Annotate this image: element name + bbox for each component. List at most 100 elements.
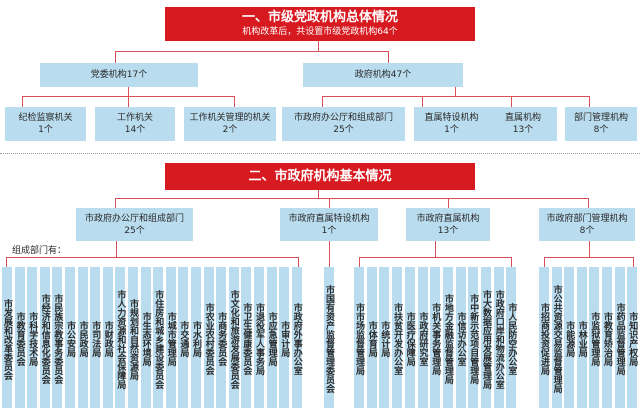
party-child-discipline: 纪检监察机关 1个 (5, 107, 86, 141)
group-general-office-box: 市政府办公厅和组成部门 25个 (76, 208, 193, 241)
connector (115, 51, 116, 63)
section-divider (0, 153, 640, 154)
agency-column: 市人力资源和社会保障局 (115, 267, 126, 408)
agency-column: 市司法局 (90, 267, 101, 408)
agency-column: 市地方金融监督管理局 (442, 267, 453, 408)
components-label: 组成部门有： (12, 246, 67, 256)
party-child-working-organs: 工作机关 14个 (95, 107, 175, 141)
box-count: 14个 (124, 125, 146, 135)
agency-column: 市政府口岸和物流办公室 (493, 267, 504, 408)
connector (544, 257, 634, 258)
agency-column: 市退役军人事务局 (254, 267, 264, 408)
box-count: 25个 (333, 125, 354, 135)
connector (422, 96, 423, 107)
connector (128, 96, 129, 107)
agency-column: 市林业局 (576, 267, 587, 408)
connector (298, 257, 299, 267)
connector (234, 96, 235, 107)
agency-column: 市应急管理局 (266, 267, 277, 408)
box-label: 部门管理机构 (573, 113, 628, 123)
agency-column: 市体育局 (366, 267, 377, 408)
agency-column: 市公安局 (65, 267, 75, 408)
connector (359, 257, 360, 267)
connector (359, 257, 512, 258)
agency-column: 市国有资产监督管理委员会 (324, 267, 334, 408)
box-label: 工作机关 (116, 113, 153, 123)
agency-column: 市民政局 (77, 267, 88, 408)
agency-column: 市卫生健康委员会 (241, 267, 252, 408)
connector (329, 198, 330, 208)
agency-column: 市审计局 (279, 267, 290, 408)
party-organs-label: 党委机构17个 (90, 70, 148, 80)
box-label: 直属机构 (504, 113, 541, 123)
agency-column: 市发展和改革委员会 (2, 267, 12, 408)
section1-title: 一、市级党政机构总体情况 (241, 10, 398, 25)
box-count: 13个 (437, 225, 459, 236)
connector (448, 198, 449, 208)
agency-column: 市生态环境局 (140, 267, 151, 408)
connector (511, 257, 512, 267)
agency-column: 市交通局 (178, 267, 189, 408)
connector (6, 257, 7, 267)
box-count: 1个 (321, 225, 337, 236)
box-count: 25个 (124, 225, 145, 236)
agency-column: 市科学技术局 (27, 267, 38, 408)
box-label: 市政府直属机构 (416, 213, 480, 224)
box-count: 1个 (38, 125, 53, 135)
connector (6, 257, 299, 258)
connector (322, 96, 590, 97)
connector (115, 51, 389, 52)
gov-child-special: 直属特设机构 1个 (414, 107, 489, 141)
agency-column: 市教育矫治局 (602, 267, 612, 408)
connector (588, 198, 589, 208)
agency-column: 市经济和信息化委员会 (39, 267, 50, 408)
box-label: 市政府部门管理机构 (546, 213, 628, 224)
section1-banner: 一、市级党政机构总体情况 机构改革后，共设置市级党政机构64个 (165, 7, 475, 41)
connector (455, 87, 456, 96)
connector (318, 190, 319, 198)
box-count: 13个 (512, 125, 534, 135)
connector (115, 198, 589, 199)
box-label: 纪检监察机关 (18, 113, 73, 123)
connector (22, 96, 23, 107)
connector (511, 96, 512, 107)
agency-column: 市文化和旅游发展委员会 (228, 267, 239, 408)
box-count: 8个 (593, 125, 609, 135)
agency-column: 市知识产权局 (627, 267, 638, 408)
agency-column: 市政府外事办公室 (291, 267, 302, 408)
agency-column: 市机关事务管理局 (430, 267, 441, 408)
agency-column: 市农业农村委员会 (203, 267, 214, 408)
connector (388, 51, 389, 63)
section2-banner: 二、市政府机构基本情况 (165, 163, 475, 190)
agency-column: 市市场监督管理局 (354, 267, 364, 408)
agency-column: 市城市管理局 (165, 267, 176, 408)
agency-column: 市大数据应用发展管理局 (481, 267, 491, 408)
party-organs-box: 党委机构17个 (40, 63, 198, 87)
agency-column: 市人民防空办公室 (506, 267, 517, 408)
connector (435, 241, 436, 257)
group-dept-managed-box: 市政府部门管理机构 8个 (539, 208, 635, 241)
connector (589, 96, 590, 107)
box-label: 市政府办公厅和组成部门 (293, 113, 393, 123)
gov-child-general-office: 市政府办公厅和组成部门 25个 (282, 107, 405, 141)
agency-column: 市统计局 (379, 267, 390, 408)
government-organs-box: 政府机构47个 (303, 63, 463, 87)
agency-column: 市能源局 (564, 267, 575, 408)
gov-child-dept-managed: 部门管理机构 8个 (565, 107, 637, 141)
connector (329, 241, 330, 267)
agency-column: 市教育委员会 (14, 267, 25, 408)
agency-column: 市信访办公室 (455, 267, 466, 408)
connector (322, 96, 323, 107)
agency-column: 市水利局 (191, 267, 201, 408)
agency-column: 市扶贫开发办公室 (392, 267, 403, 408)
agency-column: 市监狱管理局 (589, 267, 600, 408)
group-direct-box: 市政府直属机构 13个 (406, 208, 490, 241)
agency-column: 市公共资源交易监督管理局 (551, 267, 562, 408)
box-label: 市政府办公厅和组成部门 (84, 213, 184, 224)
connector (128, 87, 129, 96)
box-label: 市政府直属特设机构 (288, 213, 370, 224)
agency-column: 市招商投资促进局 (539, 267, 549, 408)
agency-column: 市中新示范项目管理局 (468, 267, 479, 408)
connector (318, 41, 319, 51)
connector (115, 198, 116, 208)
